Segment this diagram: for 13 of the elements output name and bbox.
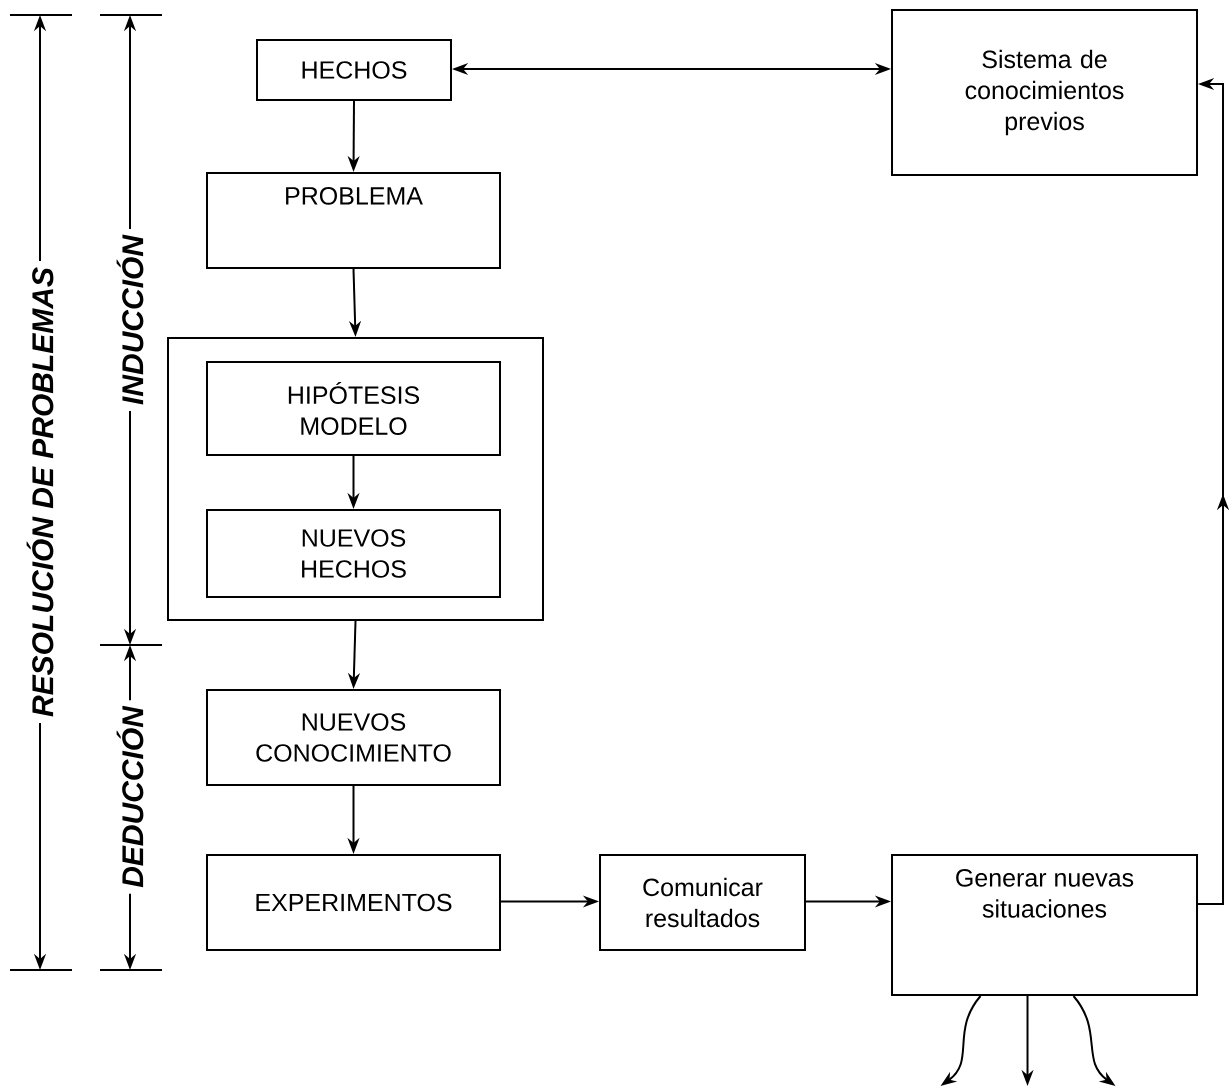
process-box: NUEVOS CONOCIMIENTO — [206, 689, 501, 786]
process-box: PROBLEMA — [206, 172, 501, 269]
process-box: Sistema de conocimientos previos — [891, 9, 1198, 176]
dimension-label: RESOLUCIÓN DE PROBLEMAS — [20, 261, 60, 723]
process-box: NUEVOS HECHOS — [206, 509, 501, 598]
process-box: HIPÓTESIS MODELO — [206, 361, 501, 456]
dimension-label: DEDUCCIÓN — [110, 700, 150, 894]
process-box: Generar nuevas situaciones — [891, 854, 1198, 996]
dimension-label: INDUCCIÓN — [110, 229, 150, 411]
process-box: HECHOS — [256, 39, 452, 101]
process-box: Comunicar resultados — [599, 854, 806, 951]
process-box: EXPERIMENTOS — [206, 854, 501, 951]
group-box — [167, 337, 544, 621]
